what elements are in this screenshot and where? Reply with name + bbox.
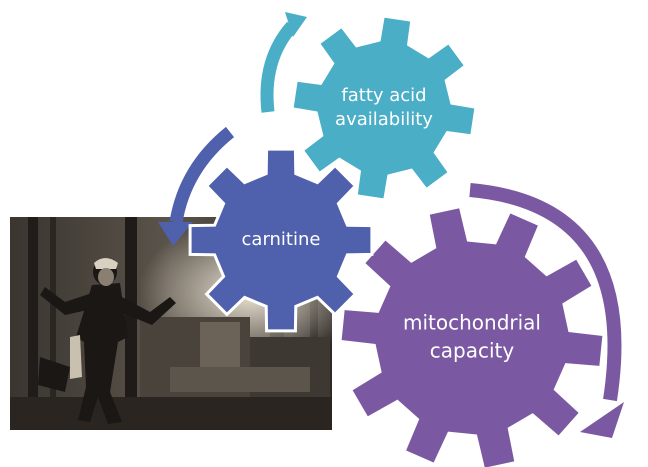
gear-mito-label-0: mitochondrial [403, 311, 541, 335]
gear-carnitine-label-0: carnitine [242, 229, 321, 250]
gear-fatty-acid-shape [290, 14, 478, 202]
purple-arrow [469, 183, 624, 438]
gear-fatty-acid-label-1: availability [335, 109, 433, 130]
blue-arrow [158, 126, 235, 246]
gear-carnitine: carnitine [188, 147, 374, 333]
teal-arrow [260, 12, 307, 113]
gear-fatty-acid: fatty acid availability [290, 14, 478, 202]
gear-carnitine-shape [188, 147, 374, 333]
gear-mito-shape [338, 204, 606, 467]
gear-mito-label-1: capacity [430, 339, 515, 363]
gear-mito: mitochondrial capacity [338, 204, 606, 467]
gear-fatty-acid-label-0: fatty acid [341, 85, 426, 106]
